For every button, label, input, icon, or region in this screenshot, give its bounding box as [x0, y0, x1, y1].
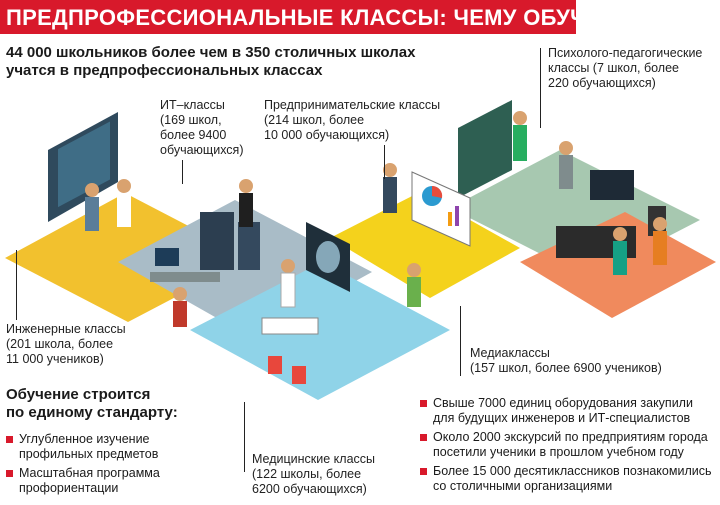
- lead-line-2: учатся в предпрофессиональных классах: [6, 62, 323, 79]
- standard-title: Обучение строится по единому стандарту:: [6, 386, 206, 422]
- psycho-classes-schools: классы (7 школ, более: [548, 61, 679, 75]
- medical-leader: [244, 402, 245, 472]
- page-title: ПРЕДПРОФЕССИОНАЛЬНЫЕ КЛАССЫ: ЧЕМУ ОБУЧАЮ…: [6, 5, 639, 30]
- psycho-wall: [458, 100, 512, 198]
- psycho-leader: [540, 48, 541, 128]
- medical-chair-1: [268, 356, 282, 374]
- medical-classes-schools: (122 школы, более: [252, 467, 362, 481]
- list-item-line: Более 15 000 десятиклассников познакомил…: [433, 464, 712, 478]
- list-item: Свыше 7000 единиц оборудования закупили …: [420, 396, 716, 426]
- medical-floor: [190, 262, 450, 400]
- lead-text: 44 000 школьников более чем в 350 столич…: [6, 44, 436, 80]
- it-classes-unit: обучающихся): [160, 143, 244, 157]
- it-classes-name: ИТ–классы: [160, 98, 225, 112]
- media-classes-name: Медиаклассы: [470, 346, 550, 360]
- engineering-classes-schools: (201 школа, более: [6, 337, 114, 351]
- standard-title-line-1: Обучение строится: [6, 386, 151, 403]
- engineering-classes-name: Инженерные классы: [6, 322, 126, 336]
- list-item-line: Масштабная программа: [19, 466, 160, 480]
- list-item: Углубленное изучение профильных предмето…: [6, 432, 206, 462]
- engineering-leader: [16, 250, 17, 320]
- media-leader: [460, 306, 461, 376]
- engineering-classes-label: Инженерные классы (201 школа, более 11 0…: [6, 250, 126, 367]
- list-item-line: Около 2000 экскурсий по предприятиям гор…: [433, 430, 708, 444]
- xray-lungs: [316, 241, 340, 273]
- lead-line-1: 44 000 школьников более чем в 350 столич…: [6, 44, 416, 61]
- it-classes-count: более 9400: [160, 128, 227, 142]
- medical-chair-2: [292, 366, 306, 384]
- standard-list: Углубленное изучение профильных предмето…: [6, 432, 206, 500]
- bullet-square-icon: [420, 434, 427, 441]
- it-classes-schools: (169 школ,: [160, 113, 222, 127]
- business-leader: [384, 145, 385, 179]
- bullet-square-icon: [6, 436, 13, 443]
- medical-classes-label: Медицинские классы (122 школы, более 620…: [244, 402, 376, 497]
- business-bar-1: [448, 212, 452, 226]
- medical-bed: [261, 317, 319, 335]
- list-item: Около 2000 экскурсий по предприятиям гор…: [420, 430, 716, 460]
- bullet-square-icon: [420, 468, 427, 475]
- it-desk: [150, 272, 220, 282]
- list-item: Масштабная программа профориентации: [6, 466, 206, 496]
- business-classes-name: Предпринимательские классы: [264, 98, 441, 112]
- business-classes-count: 10 000 обучающихся): [264, 128, 390, 142]
- it-classes-label: ИТ–классы (169 школ, более 9400 обучающи…: [160, 98, 244, 184]
- list-item-line: профориентации: [19, 481, 119, 495]
- list-item-line: профильных предметов: [19, 447, 159, 461]
- title-bar: ПРЕДПРОФЕССИОНАЛЬНЫЕ КЛАССЫ: ЧЕМУ ОБУЧАЮ…: [0, 0, 638, 34]
- business-classes-label: Предпринимательские классы (214 школ, бо…: [264, 98, 441, 179]
- medical-classes-name: Медицинские классы: [252, 452, 376, 466]
- bullet-square-icon: [6, 470, 13, 477]
- it-monitor: [155, 248, 179, 266]
- list-item-line: Свыше 7000 единиц оборудования закупили: [433, 396, 693, 410]
- business-bar-2: [455, 206, 459, 226]
- it-leader: [182, 160, 183, 184]
- list-item-line: со столичными организациями: [433, 479, 613, 493]
- server-rack-2: [238, 222, 260, 270]
- people: [85, 111, 667, 327]
- list-item: Более 15 000 десятиклассников познакомил…: [420, 464, 716, 494]
- business-chart-slice: [432, 185, 443, 198]
- list-item-line: посетили ученики в прошлом учебном году: [433, 445, 684, 459]
- business-floor: [330, 192, 520, 298]
- media-classes-schools: (157 школ, более 6900 учеников): [470, 361, 662, 375]
- facts-list: Свыше 7000 единиц оборудования закупили …: [420, 396, 716, 498]
- bullet-square-icon: [420, 400, 427, 407]
- engineering-classes-count: 11 000 учеников): [6, 352, 104, 366]
- standard-title-line-2: по единому стандарту:: [6, 404, 178, 421]
- medical-classes-count: 6200 обучающихся): [252, 482, 367, 496]
- business-classes-schools: (214 школ, более: [264, 113, 365, 127]
- media-monitor: [590, 170, 634, 200]
- server-rack: [200, 212, 234, 270]
- psycho-classes-name: Психолого-педагогические: [548, 46, 703, 60]
- psycho-classes-count: 220 обучающихся): [548, 76, 656, 90]
- media-classes-label: Медиаклассы (157 школ, более 6900 ученик…: [460, 306, 662, 376]
- psycho-classes-label: Психолого-педагогические классы (7 школ,…: [540, 46, 703, 128]
- list-item-line: Углубленное изучение: [19, 432, 150, 446]
- list-item-line: для будущих инженеров и ИТ-специалистов: [433, 411, 691, 425]
